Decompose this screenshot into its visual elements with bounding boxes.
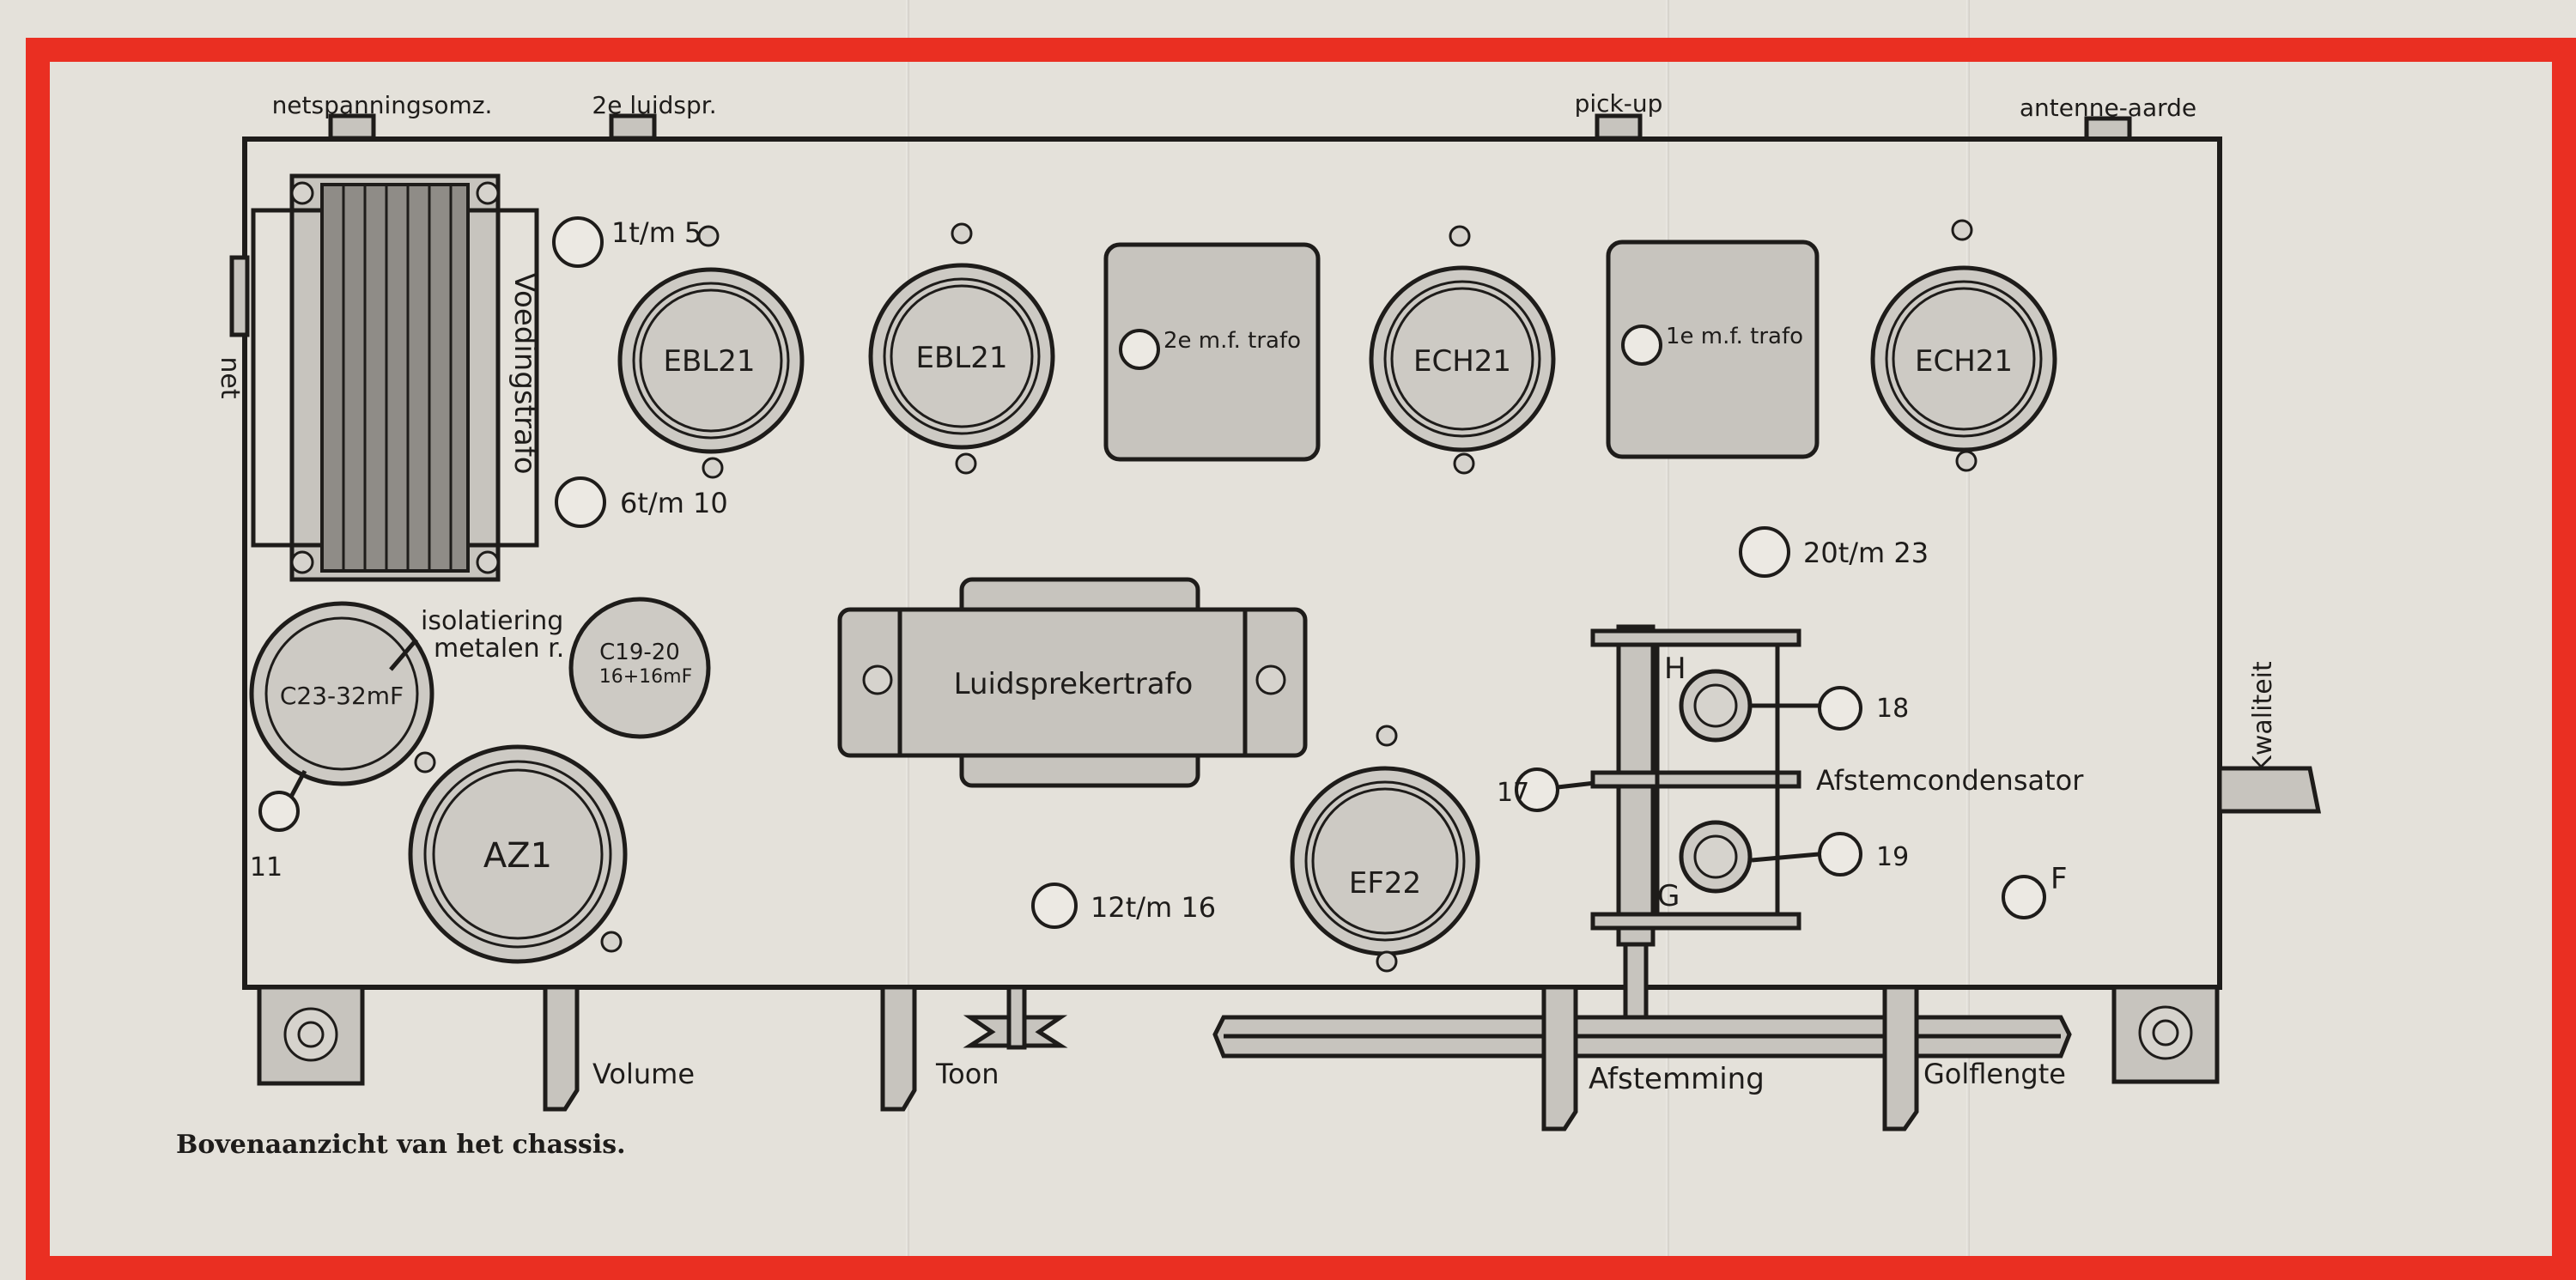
screw [697, 225, 720, 247]
svg-text:1e m.f. trafo: 1e m.f. trafo [1666, 324, 1803, 349]
hole-18 [1818, 686, 1862, 731]
volume-label: Volume [592, 1058, 695, 1090]
tube-ebl21-2: EBL21 [868, 222, 1055, 475]
hole-20-23 [1739, 526, 1790, 578]
diagram-caption: Bovenaanzicht van het chassis. [176, 1130, 626, 1160]
hole-6-10-label: 6t/m 10 [620, 487, 728, 519]
tube-ebl21-1: EBL21 [617, 267, 805, 479]
quality-label: Kwaliteit [2248, 661, 2278, 773]
svg-text:Luidsprekertrafo: Luidsprekertrafo [954, 667, 1194, 701]
hole-f-label: F [2050, 862, 2068, 896]
if-transformer-2: 2e m.f. trafo [1103, 242, 1321, 462]
paper-fold [1966, 0, 1970, 1275]
hole-18-label: 18 [1876, 694, 1909, 724]
tuning-drive: Afstemming Golflengte [1212, 985, 2072, 1131]
second-speaker-label: 2e luidspr. [592, 91, 716, 119]
hole-12-16-label: 12t/m 16 [1091, 891, 1216, 924]
hole-f [2002, 875, 2046, 919]
svg-text:EBL21: EBL21 [915, 341, 1007, 375]
tube-ef22: EF22 [1290, 725, 1480, 973]
chassis-outline [242, 136, 2222, 990]
svg-text:AZ1: AZ1 [483, 836, 552, 876]
isolation-ring-label-2: metalen r. [434, 634, 564, 664]
tube-ech21-2: ECH21 [1870, 219, 2057, 472]
svg-text:16+16mF: 16+16mF [599, 666, 693, 688]
second-speaker-connector: 2e luidspr. [592, 91, 717, 141]
hole-12-16 [1031, 883, 1078, 929]
svg-text:C23-32mF: C23-32mF [280, 682, 404, 710]
svg-text:ECH21: ECH21 [1915, 344, 2013, 379]
tube-az1: AZ1 [408, 744, 628, 964]
svg-text:2e m.f. trafo: 2e m.f. trafo [1163, 328, 1301, 354]
svg-text:ECH21: ECH21 [1413, 344, 1511, 379]
tuning-h-label: H [1664, 652, 1686, 686]
pickup-connector: pick-up [1575, 89, 1663, 141]
hole-11-label: 11 [250, 852, 283, 883]
tube-ech21-1: ECH21 [1369, 225, 1556, 475]
hole-17 [1515, 767, 1559, 812]
capacitor-c19-20: C19-20 16+16mF [568, 597, 711, 739]
capacitor-c23: C23-32mF [249, 601, 436, 832]
hole-19 [1818, 832, 1862, 877]
net-connector [229, 255, 250, 337]
left-mounting-bracket [257, 985, 365, 1086]
leader-line [389, 638, 418, 671]
svg-text:C19-20: C19-20 [599, 640, 680, 665]
net-label: net [215, 356, 245, 398]
power-transformer-label: Voedingstrafo [507, 272, 542, 474]
hole-17-label: 17 [1497, 778, 1529, 808]
hole-1-5-label: 1t/m 5 [611, 216, 702, 249]
power-transformer: Voedingstrafo [251, 173, 542, 582]
pickup-label: pick-up [1575, 89, 1663, 118]
tone-shaft: Toon [880, 985, 1068, 1112]
tuning-capacitor-label: Afstemcondensator [1816, 764, 2084, 797]
hole-19-label: 19 [1876, 842, 1909, 872]
tone-label: Toon [935, 1058, 999, 1090]
wire-19 [1751, 852, 1820, 863]
mains-switch-label: netspanningsomz. [272, 91, 493, 119]
tuning-g-label: G [1657, 879, 1680, 913]
antenna-label: antenne-aarde [2020, 94, 2196, 122]
hole-20-23-label: 20t/m 23 [1803, 537, 1929, 569]
svg-text:EBL21: EBL21 [663, 344, 755, 379]
svg-text:EF22: EF22 [1349, 866, 1421, 901]
right-mounting-bracket [2111, 985, 2220, 1084]
volume-shaft: Volume [543, 985, 695, 1112]
antenna-connector: antenne-aarde [2020, 94, 2196, 142]
quality-switch [2217, 766, 2322, 814]
tuning-label: Afstemming [1589, 1062, 1765, 1096]
waveband-label: Golflengte [1923, 1058, 2066, 1090]
speaker-transformer: Luidsprekertrafo [837, 577, 1308, 788]
tuning-capacitor [1590, 624, 1801, 1024]
if-transformer-1: 1e m.f. trafo [1606, 240, 1820, 459]
hole-1-5 [552, 216, 604, 268]
mains-switch-connector: netspanningsomz. [272, 91, 493, 141]
isolation-ring-label-1: isolatiering [421, 606, 563, 636]
hole-6-10 [555, 476, 606, 528]
